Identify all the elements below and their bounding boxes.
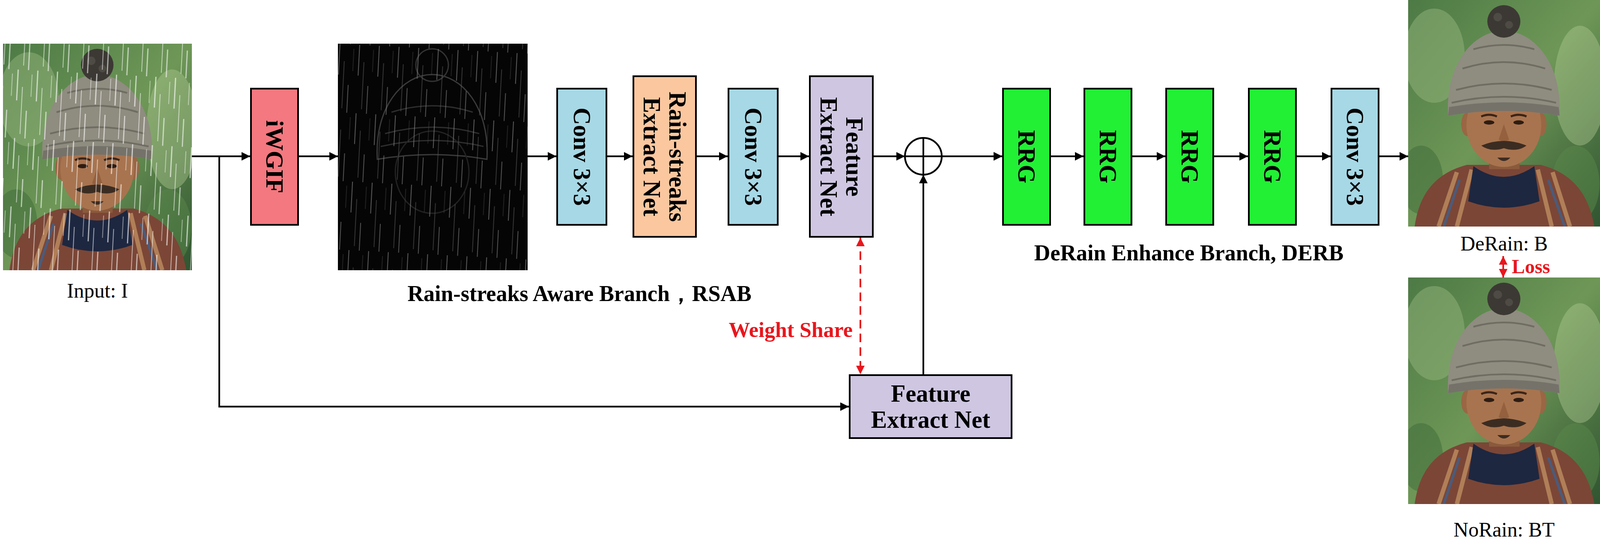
feature-net-box: Feature Extract Net [808,75,874,238]
flow-arrow [1050,155,1084,158]
output-image: DeRain: B [1408,0,1600,257]
image-caption: NoRain: BT [1408,517,1600,543]
rrg-block: RRG [1002,87,1051,226]
flow-arrow [1379,155,1409,158]
dashed-arrow [859,237,862,375]
sum-junction [896,137,942,184]
box-label: Conv 3×3 [740,96,766,218]
edge-label: Weight Share [728,317,853,343]
derained-portrait [1399,0,1600,227]
flow-arrow [696,155,728,158]
image-caption: DeRain: B [1408,231,1600,257]
box-label: Conv 3×3 [1342,96,1368,218]
art-shape [337,43,528,271]
art-shape [896,152,905,161]
box-label: Feature Extract Net [856,380,1005,433]
art-shape [1399,277,1600,505]
flow-arrow [1132,155,1166,158]
box-label: iWGIF [261,96,288,218]
box-label: Rain-streaks Extract Net [638,83,691,230]
flow-arrow [1502,256,1505,278]
rain-streak-map [337,43,528,271]
art-shape [922,137,925,175]
rrg-block: RRG [1083,87,1133,226]
image-caption: Input: I [2,278,192,304]
filter-box: iWGIF [250,87,299,226]
conv-box: Conv 3×3 [727,87,779,226]
box-label: RRG [1176,96,1203,218]
branch-label: DeRain Enhance Branch, DERB [1034,240,1344,266]
rrg-block: RRG [1165,87,1215,226]
box-label: RRG [1259,96,1286,218]
art-shape [1399,0,1600,227]
flow-arrow [1296,155,1331,158]
flow-arrow [1214,155,1248,158]
input-image: Input: I [2,43,192,304]
arrow-head [329,152,338,161]
box-label: Conv 3×3 [568,96,595,218]
art-shape [919,174,928,184]
branch-label: Rain-streaks Aware Branch，RSAB [407,280,752,307]
target-image: NoRain: BT [1408,277,1600,543]
art-shape [337,43,528,271]
flow-arrow [607,155,633,158]
art-shape [2,43,192,271]
box-label: RRG [1013,96,1040,218]
input-portrait [0,43,198,271]
conv-box: Conv 3×3 [1330,87,1380,226]
flow-arrow [778,155,809,158]
edge-label: Loss [1511,255,1550,279]
box-label: RRG [1095,96,1121,218]
rrg-block: RRG [1247,87,1297,226]
box-label: Feature Extract Net [815,83,868,230]
ground-truth-portrait [1399,277,1600,505]
conv-box: Conv 3×3 [556,87,608,226]
flow-arrow [923,156,1003,375]
feature-net-box: Feature Extract Net [848,374,1013,439]
art-shape [0,43,198,271]
extract-net-box: Rain-streaks Extract Net [632,75,697,238]
art-shape [904,137,942,175]
